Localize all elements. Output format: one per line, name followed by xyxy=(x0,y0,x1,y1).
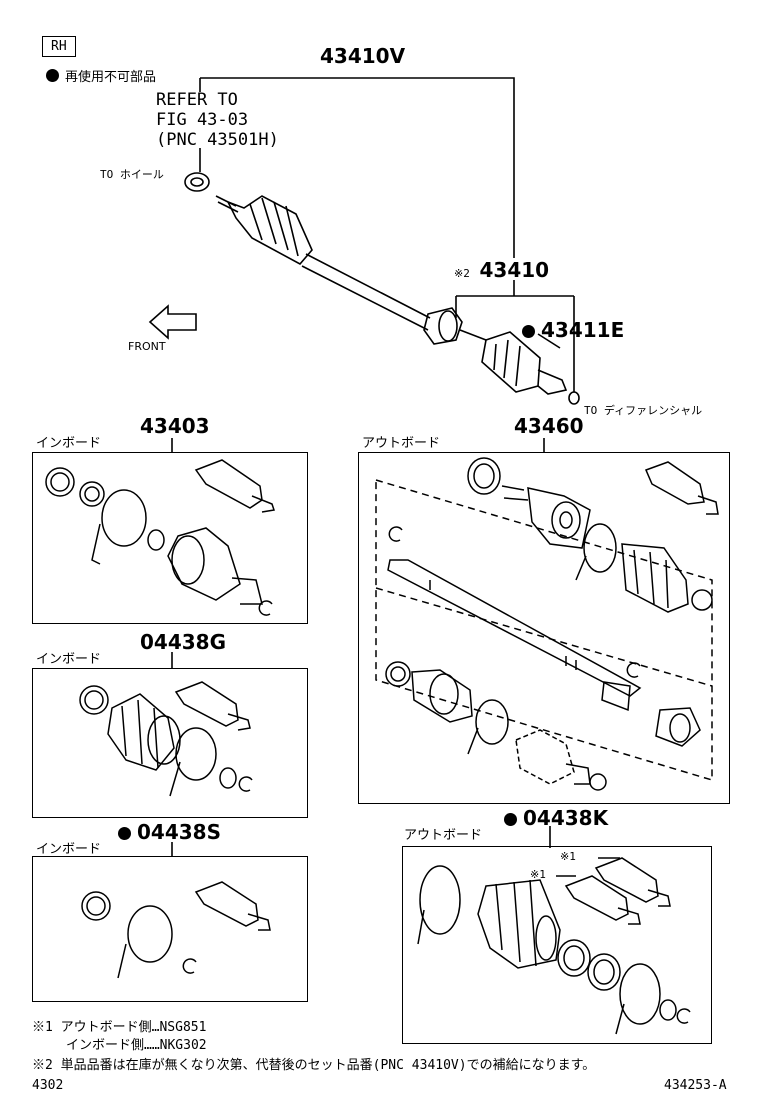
kit-box-04438G xyxy=(32,668,308,818)
kit-04438G-parts xyxy=(79,681,253,797)
box-43403-label: インボード xyxy=(36,436,102,451)
label-to-wheel: TO ホイール xyxy=(100,168,164,181)
non-reusable-dot-icon xyxy=(46,69,59,82)
part-number-04438G[interactable]: 04438G xyxy=(140,630,226,654)
non-reusable-dot-icon xyxy=(504,813,517,826)
rh-badge: RH xyxy=(42,36,76,57)
part-number-43403[interactable]: 43403 xyxy=(140,414,210,438)
non-reusable-dot-icon xyxy=(522,325,535,338)
label-to-differential: TO ディファレンシャル xyxy=(584,404,703,417)
kit-box-04438K xyxy=(402,846,712,1044)
non-reusable-legend: 再使用不可部品 xyxy=(46,66,156,85)
kit-43460-parts xyxy=(375,457,719,791)
kit-43403-parts xyxy=(45,459,275,616)
callout-43410: ※2 43410 xyxy=(454,258,549,282)
ref-mark-1-lower: ※1 xyxy=(530,868,546,881)
kit-box-43460 xyxy=(358,452,730,804)
part-number-43410V[interactable]: 43410V xyxy=(320,44,406,68)
part-number-04438S[interactable]: 04438S xyxy=(137,820,221,844)
footnote-2: ※2 単品品番は在庫が無くなり次第、代替後のセット品番(PNC 43410V)で… xyxy=(32,1054,595,1073)
footnote-1-mark: ※1 xyxy=(32,1020,53,1035)
ref-mark-1-upper: ※1 xyxy=(560,850,576,863)
refer-note: REFER TO FIG 43-03 (PNC 43501H) xyxy=(156,90,279,150)
part-number-43460[interactable]: 43460 xyxy=(514,414,584,438)
footnote-1: ※1 アウトボード側…NSG851 xyxy=(32,1016,206,1035)
kit-box-43403 xyxy=(32,452,308,624)
box-04438S-label: インボード xyxy=(36,842,102,857)
refer-line-2: FIG 43-03 xyxy=(156,110,249,130)
box-04438K-label: アウトボード xyxy=(404,828,483,843)
ref-mark-2: ※2 xyxy=(454,267,470,280)
leader-43410 xyxy=(455,280,575,392)
callout-43411E: 43411E xyxy=(522,318,624,342)
figure-number: 4302 xyxy=(32,1078,64,1093)
kit-04438K-parts xyxy=(417,857,691,1035)
part-number-04438K[interactable]: 04438K xyxy=(523,806,609,830)
front-arrow xyxy=(148,304,197,340)
non-reusable-dot-icon xyxy=(118,827,131,840)
image-id: 434253-A xyxy=(664,1078,727,1093)
box-04438G-label: インボード xyxy=(36,652,102,667)
callout-04438S: 04438S xyxy=(118,820,221,844)
footnote-2-mark: ※2 xyxy=(32,1058,53,1073)
leader-43410V xyxy=(200,77,515,258)
part-number-43410[interactable]: 43410 xyxy=(479,258,550,282)
footnote-2-text: 単品品番は在庫が無くなり次第、代替後のセット品番(PNC 43410V)での補給… xyxy=(60,1058,596,1073)
kit-box-04438S xyxy=(32,856,308,1002)
callout-04438K: 04438K xyxy=(504,806,608,830)
axle-assembly xyxy=(184,172,580,405)
footnote-1-line-2: インボード側……NKG302 xyxy=(66,1038,207,1053)
label-front: FRONT xyxy=(128,340,166,353)
footnote-1-line-1: アウトボード側…NSG851 xyxy=(60,1020,207,1035)
part-number-43411E[interactable]: 43411E xyxy=(541,318,625,342)
kit-04438S-parts xyxy=(81,881,271,979)
refer-line-3[interactable]: (PNC 43501H) xyxy=(156,130,279,150)
box-43460-label: アウトボード xyxy=(362,436,441,451)
refer-line-1: REFER TO xyxy=(156,90,238,110)
non-reusable-text: 再使用不可部品 xyxy=(65,70,157,85)
